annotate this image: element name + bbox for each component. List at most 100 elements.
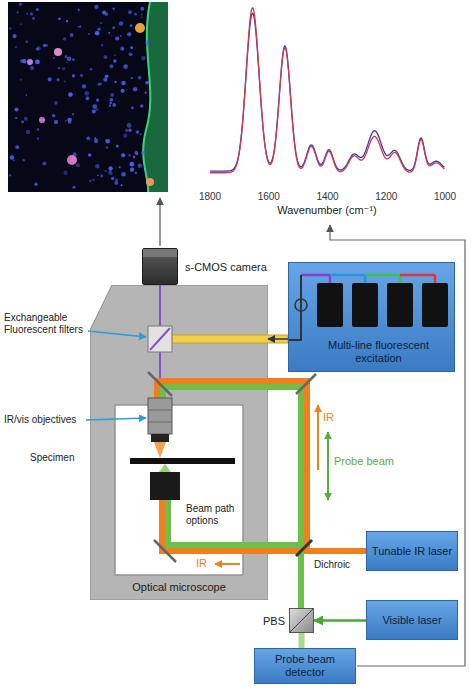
nucleus-dot xyxy=(129,52,133,56)
nucleus-dot xyxy=(63,171,67,175)
beam-label: IR xyxy=(196,557,207,569)
bright-spot xyxy=(146,178,154,186)
nucleus-dot xyxy=(15,145,19,149)
nucleus-dot xyxy=(109,105,111,107)
nucleus-dot xyxy=(36,46,40,50)
nucleus-dot xyxy=(130,167,134,171)
nucleus-dot xyxy=(20,23,22,25)
laser-line xyxy=(301,274,330,277)
nucleus-dot xyxy=(100,22,102,24)
laser-line xyxy=(434,275,437,283)
camera-body: s-CMOS camera xyxy=(142,248,178,285)
nucleus-dot xyxy=(36,47,39,50)
laser-box: Tunable IR laser xyxy=(366,531,458,571)
nucleus-dot xyxy=(86,136,90,140)
nucleus-dot xyxy=(128,154,130,156)
nucleus-dot xyxy=(92,110,96,114)
filter-mirror xyxy=(150,328,170,350)
connector xyxy=(268,338,288,340)
nucleus-dot xyxy=(113,59,117,63)
ir-arrow xyxy=(317,405,319,470)
nucleus-dot xyxy=(110,98,114,102)
nucleus-dot xyxy=(120,46,124,50)
nucleus-dot xyxy=(134,172,137,175)
nucleus-dot xyxy=(32,17,34,19)
specimen-plate xyxy=(130,458,235,464)
objective-band xyxy=(148,410,172,411)
nucleus-dot xyxy=(70,33,74,37)
nucleus-dot xyxy=(105,139,110,144)
nucleus-dot xyxy=(15,117,17,119)
axis-title: Wavenumber (cm⁻¹) xyxy=(257,204,397,216)
microscope-outline xyxy=(90,285,268,600)
nucleus-dot xyxy=(88,153,92,157)
cube-diagonal xyxy=(290,609,313,632)
objective xyxy=(148,398,172,434)
nucleus-dot xyxy=(22,159,24,161)
nucleus-dot xyxy=(37,128,39,130)
nucleus-dot xyxy=(66,62,68,64)
nucleus-dot xyxy=(67,57,72,62)
node-label: s-CMOS camera xyxy=(185,260,267,273)
nucleus-dot xyxy=(62,67,65,70)
nucleus-dot xyxy=(26,130,30,134)
nucleus-dot xyxy=(129,162,134,167)
mirror xyxy=(154,540,176,562)
nucleus-dot xyxy=(97,28,100,31)
nucleus-dot xyxy=(30,66,34,70)
nucleus-dot xyxy=(128,10,132,14)
axis-tick: 1000 xyxy=(425,191,465,203)
nucleus-dot xyxy=(21,121,24,124)
nucleus-dot xyxy=(121,153,125,157)
nucleus-dot xyxy=(101,44,103,46)
nucleus-dot xyxy=(131,77,133,79)
nucleus-dot xyxy=(121,172,126,177)
nucleus-dot xyxy=(42,161,46,165)
nucleus-dot xyxy=(72,113,74,115)
nucleus-dot xyxy=(138,76,142,80)
nucleus-dot xyxy=(35,60,40,65)
nucleus-dot xyxy=(103,55,107,59)
fluorescence-image xyxy=(8,2,168,192)
ir-beam xyxy=(157,381,307,551)
nucleus-dot xyxy=(123,64,128,69)
axis-tick: 1400 xyxy=(308,191,348,203)
nucleus-dot xyxy=(141,14,143,16)
nucleus-dot xyxy=(90,68,93,71)
nucleus-dot xyxy=(63,37,66,40)
focus-cone xyxy=(154,442,166,458)
nucleus-dot xyxy=(84,91,89,96)
nucleus-dot xyxy=(54,120,58,124)
nucleus-dot xyxy=(137,163,142,168)
bright-spot xyxy=(54,48,62,56)
spectrum-plot xyxy=(210,8,444,173)
laser-unit xyxy=(387,283,413,327)
nucleus-dot xyxy=(13,34,17,38)
nucleus-dot xyxy=(109,64,113,68)
nucleus-dot xyxy=(19,3,23,7)
node-label: Visible laser xyxy=(382,614,441,627)
nucleus-dot xyxy=(67,118,71,122)
probe-beam xyxy=(163,387,301,545)
node-label: Multi-line fluorescent excitation xyxy=(309,339,448,365)
axis-tick: 1200 xyxy=(366,191,406,203)
axis-tick: 1800 xyxy=(190,191,230,203)
nucleus-dot xyxy=(100,174,103,177)
nucleus-dot xyxy=(89,180,92,183)
nucleus-dot xyxy=(114,54,116,56)
nucleus-dot xyxy=(78,9,80,11)
nucleus-dot xyxy=(25,40,28,43)
nucleus-dot xyxy=(58,67,60,69)
nucleus-dot xyxy=(134,13,137,16)
nucleus-dot xyxy=(112,103,116,107)
nucleus-dot xyxy=(64,81,66,83)
nucleus-dot xyxy=(119,166,121,168)
nucleus-dot xyxy=(85,96,89,100)
nucleus-dot xyxy=(108,32,110,34)
nucleus-dot xyxy=(95,108,98,111)
axis-tick: 1600 xyxy=(249,191,289,203)
nucleus-dot xyxy=(9,27,12,30)
emission-path xyxy=(159,285,161,326)
nucleus-dot xyxy=(116,145,119,148)
